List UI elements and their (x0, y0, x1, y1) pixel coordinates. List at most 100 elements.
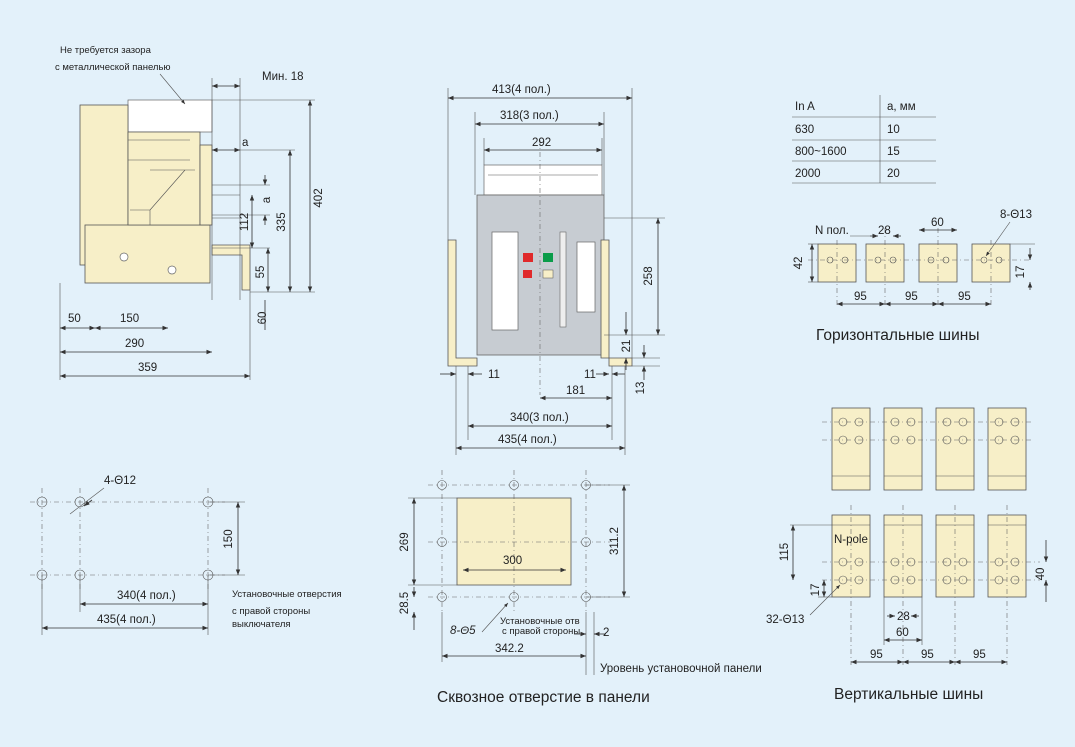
side-dim-a: a (242, 137, 249, 149)
mount-dim-340: 340(4 пол.) (117, 590, 176, 602)
front-dim-13: 13 (635, 382, 647, 395)
cutout-note-line1: Установочные отв (500, 616, 580, 627)
cutout-dim-300: 300 (503, 555, 522, 567)
v-dim-95b: 95 (921, 649, 934, 661)
side-top-cover (127, 99, 213, 133)
side-dim-55: 55 (255, 266, 267, 279)
side-dim-290: 290 (125, 338, 144, 350)
front-window-right (576, 241, 596, 313)
front-dim-11b: 11 (584, 369, 596, 381)
h-dim-28: 28 (878, 225, 891, 237)
front-dim-318: 318(3 пол.) (500, 110, 559, 122)
side-view: Не требуется зазора с металлической пане… (55, 45, 325, 380)
table-header-current: In A (795, 101, 815, 113)
side-dim-150: 150 (120, 313, 139, 325)
side-dim-50: 50 (68, 313, 81, 325)
side-body-mid (127, 131, 201, 226)
front-dim-292: 292 (532, 137, 551, 149)
h-dim-95c: 95 (958, 291, 971, 303)
mount-holes-label: 4-Θ12 (104, 475, 136, 487)
side-bus-stubs (212, 194, 240, 219)
table-header-a: а, мм (887, 101, 916, 113)
front-dim-258: 258 (643, 266, 655, 285)
side-hole-right (167, 265, 177, 275)
side-hole-left (119, 252, 129, 262)
front-indicator-red (523, 270, 532, 278)
mount-dim-150: 150 (223, 529, 235, 548)
front-dim-11a: 11 (488, 369, 500, 381)
front-dim-340: 340(3 пол.) (510, 412, 569, 424)
front-top-cover (483, 164, 603, 196)
h-dim-17: 17 (1015, 266, 1027, 279)
side-dim-60: 60 (257, 312, 269, 325)
v-dim-40: 40 (1035, 568, 1047, 581)
table-cell: 15 (887, 146, 900, 158)
cutout-dim-311: 311.2 (609, 527, 621, 555)
cutout-note-line2: с правой стороны (502, 626, 580, 637)
h-busbar (971, 243, 1011, 283)
side-bus-bar (211, 244, 251, 291)
side-dim-min18: Мин. 18 (262, 71, 304, 83)
front-dim-21: 21 (621, 340, 633, 353)
front-dim-435: 435(4 пол.) (498, 434, 557, 446)
side-dim-359: 359 (138, 362, 157, 374)
side-dim-112: 112 (239, 213, 251, 231)
cutout-dim-269: 269 (399, 532, 411, 551)
current-table: In A а, мм 630 10 800~1600 15 2000 20 (792, 95, 936, 184)
h-busbar (918, 243, 958, 283)
table-cell: 2000 (795, 168, 821, 180)
side-dim-402: 402 (313, 188, 325, 207)
h-caption: Горизонтальные шины (816, 327, 979, 344)
v-busbars-top (822, 407, 1032, 491)
v-busbars-bottom (822, 505, 1040, 665)
mount-dim-435: 435(4 пол.) (97, 614, 156, 626)
cutout-area (456, 497, 572, 586)
side-dim-335: 335 (276, 212, 288, 231)
side-note-line1: Не требуется зазора (60, 45, 152, 56)
h-dim-95b: 95 (905, 291, 918, 303)
h-busbar (817, 243, 857, 283)
front-button-off (523, 253, 533, 262)
v-dim-60: 60 (896, 627, 909, 639)
horizontal-busbars: N пол. 28 60 8-Θ13 42 17 95 95 95 Горизо… (793, 209, 1035, 344)
mount-note-line2: с правой стороны (232, 606, 310, 617)
h-dim-60: 60 (931, 217, 944, 229)
cutout-level-label: Уровень установочной панели (600, 663, 762, 675)
front-window-left (491, 231, 519, 331)
cutout-dim-342: 342.2 (495, 643, 524, 655)
front-mount-left (447, 239, 478, 367)
front-button-on (543, 253, 553, 262)
front-dim-181: 181 (566, 385, 585, 397)
front-indicator-cream (542, 269, 554, 279)
cutout-caption: Сквозное отверстие в панели (437, 689, 650, 706)
v-dim-115: 115 (779, 543, 791, 561)
mount-note-line3: выключателя (232, 619, 291, 630)
table-cell: 630 (795, 124, 814, 136)
h-npol-label: N пол. (815, 225, 849, 237)
cutout-dim-2: 2 (603, 627, 609, 639)
h-holes-label: 8-Θ13 (1000, 209, 1032, 221)
h-dim-95a: 95 (854, 291, 867, 303)
table-cell: 800~1600 (795, 146, 847, 158)
cutout-holes-label: 8-Θ5 (450, 625, 476, 637)
v-dim-95c: 95 (973, 649, 986, 661)
v-dim-28: 28 (897, 611, 910, 623)
table-cell: 10 (887, 124, 900, 136)
v-dim-95a: 95 (870, 649, 883, 661)
table-cell: 20 (887, 168, 900, 180)
front-slot (559, 231, 567, 328)
mounting-holes: 4-Θ12 150 340(4 пол.) 435(4 пол.) Устано… (30, 475, 342, 635)
cutout-dim-28-5: 28.5 (399, 592, 411, 614)
mount-note-line1: Установочные отверстия (232, 589, 342, 600)
v-npole-label: N-pole (834, 534, 868, 546)
side-note-line2: с металлической панелью (55, 62, 171, 73)
front-dim-413: 413(4 пол.) (492, 84, 551, 96)
side-dim-a2: a (261, 196, 273, 203)
h-busbar (865, 243, 905, 283)
vertical-busbars: N-pole 115 17 40 32-Θ13 28 60 95 95 95 В… (766, 407, 1049, 703)
v-caption: Вертикальные шины (834, 686, 983, 703)
v-holes-label: 32-Θ13 (766, 614, 804, 626)
side-back (199, 144, 213, 226)
side-body-base (84, 224, 211, 284)
